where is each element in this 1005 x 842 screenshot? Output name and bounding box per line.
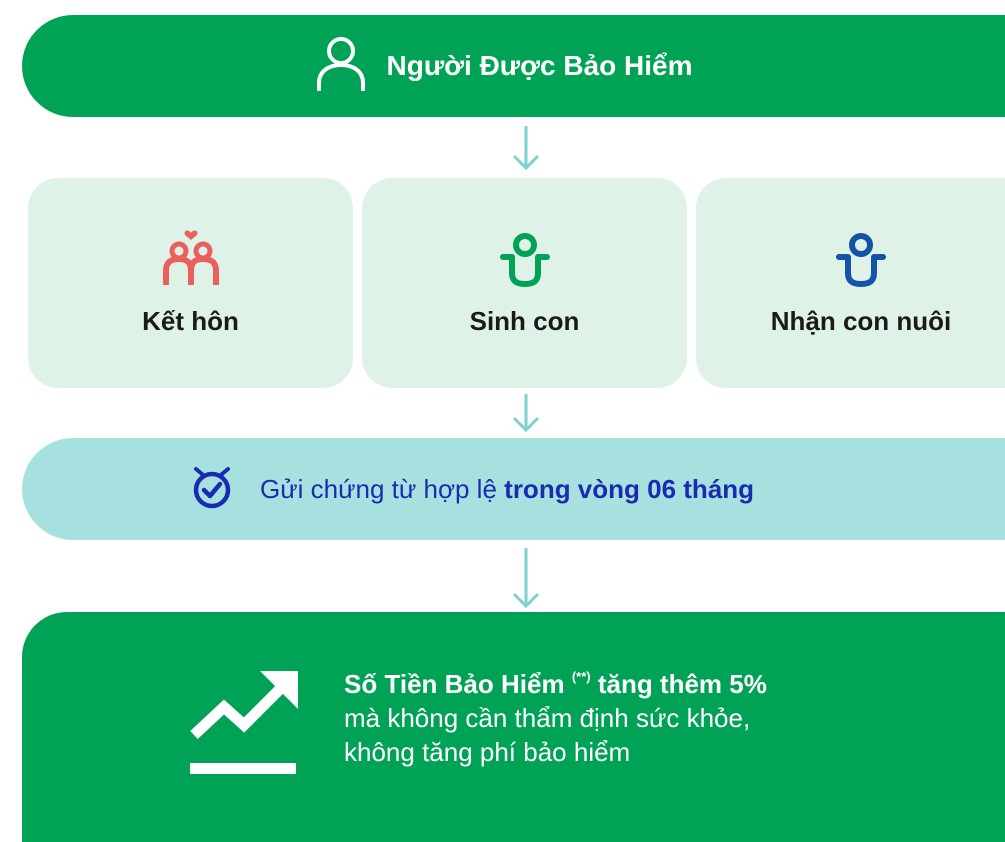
- insured-person-banner: Người Được Bảo Hiểm: [22, 15, 1005, 117]
- couple-icon: [161, 229, 221, 292]
- growth-chart-icon: [188, 667, 300, 782]
- benefit-result-box: Số Tiền Bảo Hiểm (**) tăng thêm 5% mà kh…: [22, 612, 1005, 842]
- event-label: Kết hôn: [142, 306, 239, 336]
- event-card-adoption: Nhận con nuôi: [696, 178, 1005, 388]
- event-card-marriage: Kết hôn: [28, 178, 353, 388]
- result-line-2: mà không cần thẩm định sức khỏe,: [344, 703, 751, 733]
- event-label: Nhận con nuôi: [770, 306, 952, 336]
- sum-insured-label: Số Tiền Bảo Hiểm: [344, 669, 565, 699]
- deadline-banner: Gửi chứng từ hợp lệ trong vòng 06 tháng: [22, 438, 1005, 540]
- result-text: Số Tiền Bảo Hiểm (**) tăng thêm 5% mà kh…: [344, 660, 767, 769]
- stopwatch-icon: [188, 463, 236, 516]
- event-label: Sinh con: [469, 306, 580, 336]
- deadline-emphasis: trong vòng 06 tháng: [504, 473, 755, 504]
- result-heading: Số Tiền Bảo Hiểm (**) tăng thêm 5%: [344, 660, 767, 701]
- down-arrow-icon: [512, 394, 540, 433]
- banner-title: Người Được Bảo Hiểm: [386, 50, 693, 81]
- baby-icon: [499, 229, 551, 292]
- increase-label: tăng thêm 5%: [597, 669, 767, 699]
- down-arrow-icon: [512, 548, 540, 609]
- footnote-mark: (**): [571, 669, 591, 684]
- baby-icon: [835, 229, 887, 292]
- deadline-text: Gửi chứng từ hợp lệ trong vòng 06 tháng: [260, 474, 754, 505]
- result-line-3: không tăng phí bảo hiểm: [344, 737, 631, 767]
- deadline-prefix: Gửi chứng từ hợp lệ: [260, 473, 505, 504]
- event-card-birth: Sinh con: [362, 178, 687, 388]
- person-icon: [315, 35, 367, 98]
- down-arrow-icon: [512, 126, 540, 171]
